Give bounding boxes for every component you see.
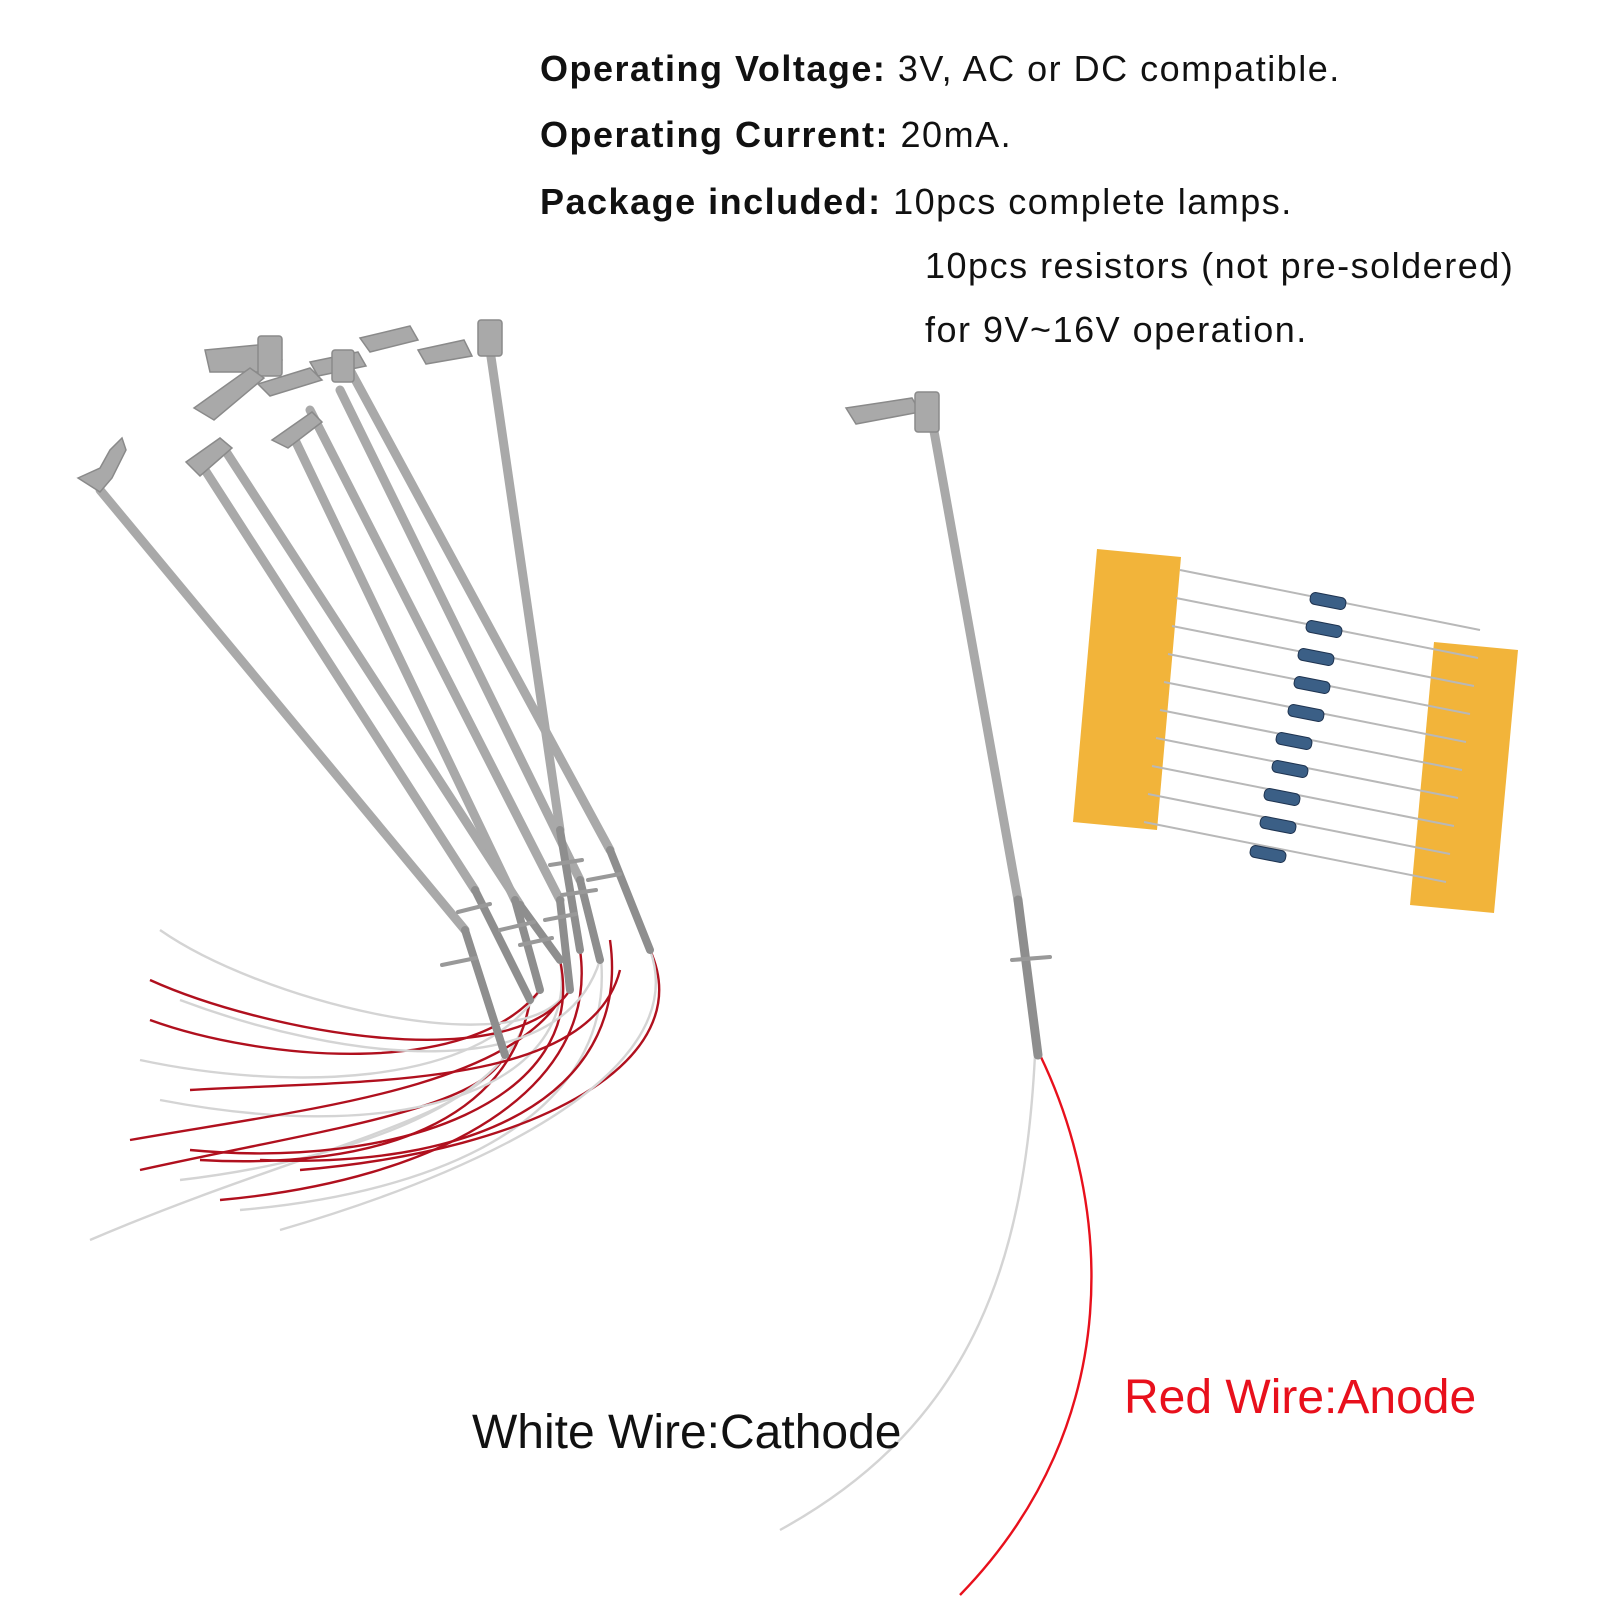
resistor-bodies [1249, 592, 1347, 863]
bundle-wires [89, 929, 661, 1242]
bundle-poles [95, 345, 615, 935]
spec-package-line-1: 10pcs complete lamps. [893, 181, 1293, 222]
white-wire-label: White Wire:Cathode [472, 1406, 902, 1459]
single-lamp-neck [914, 391, 940, 433]
bundle-heads [76, 319, 503, 493]
resistor-strip [1073, 549, 1518, 913]
spec-package-line-2: 10pcs resistors (not pre-soldered) [925, 245, 1515, 286]
spec-package-line-2-row: 10pcs resistors (not pre-soldered) [925, 245, 1514, 287]
single-pole [927, 415, 1023, 905]
spec-current: Operating Current: 20mA. [540, 114, 1012, 156]
single-lamp [779, 391, 1093, 1596]
spec-package-line-3: for 9V~16V operation. [925, 309, 1308, 350]
red-wire-label: Red Wire:Anode [1124, 1371, 1477, 1424]
single-lamp-head [844, 397, 922, 425]
bundle-collars [440, 858, 622, 967]
spec-voltage-key: Operating Voltage: [540, 48, 887, 89]
single-lower-tube [1013, 895, 1043, 1060]
spec-current-value: 20mA. [900, 114, 1013, 155]
spec-voltage-value: 3V, AC or DC compatible. [897, 48, 1341, 89]
spec-current-key: Operating Current: [540, 114, 890, 155]
resistor-tape-left [1073, 549, 1181, 830]
single-collar [1010, 955, 1052, 962]
spec-package-line-3-row: for 9V~16V operation. [925, 309, 1308, 351]
resistor-tape-right [1410, 642, 1518, 913]
single-white-wire [779, 1054, 1037, 1532]
lamp-bundle [76, 319, 661, 1242]
single-red-wire [959, 1054, 1093, 1596]
spec-package: Package included: 10pcs complete lamps. [540, 181, 1293, 223]
spec-package-key: Package included: [540, 181, 882, 222]
spec-voltage: Operating Voltage: 3V, AC or DC compatib… [540, 48, 1341, 90]
